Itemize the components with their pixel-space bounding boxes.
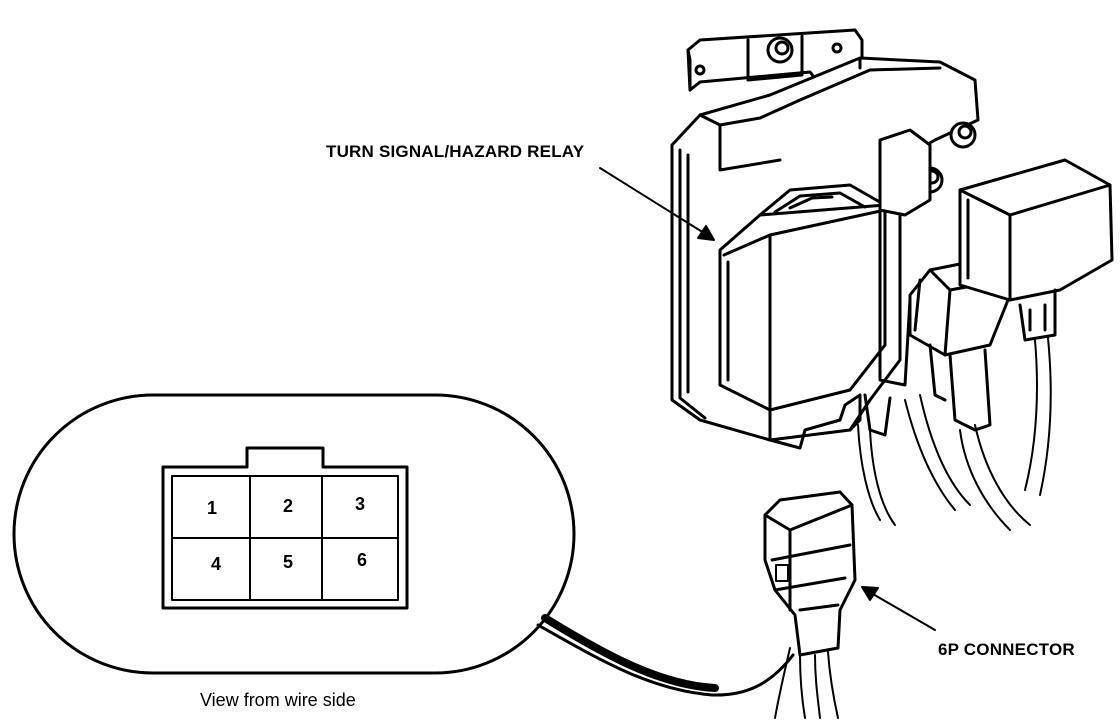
relay-arrow: [599, 167, 715, 241]
6p-connector: [763, 490, 857, 657]
turn-signal-relay: [718, 183, 887, 450]
terminal-2: 2: [282, 496, 293, 516]
relay-label: TURN SIGNAL/HAZARD RELAY: [326, 142, 585, 161]
connector-face: [161, 446, 409, 610]
view-caption: View from wire side: [200, 690, 356, 710]
center-connector: [863, 128, 932, 437]
terminal-1: 1: [206, 498, 217, 518]
connector-wires: [774, 647, 839, 719]
terminal-6: 6: [356, 550, 367, 570]
wire-harness: [857, 337, 1052, 531]
connector-arrow: [861, 586, 936, 631]
third-relay: [958, 158, 1114, 342]
terminal-5: 5: [282, 552, 293, 572]
terminal-3: 3: [354, 494, 365, 514]
terminal-4: 4: [210, 554, 221, 574]
connector-label: 6P CONNECTOR: [938, 640, 1075, 659]
